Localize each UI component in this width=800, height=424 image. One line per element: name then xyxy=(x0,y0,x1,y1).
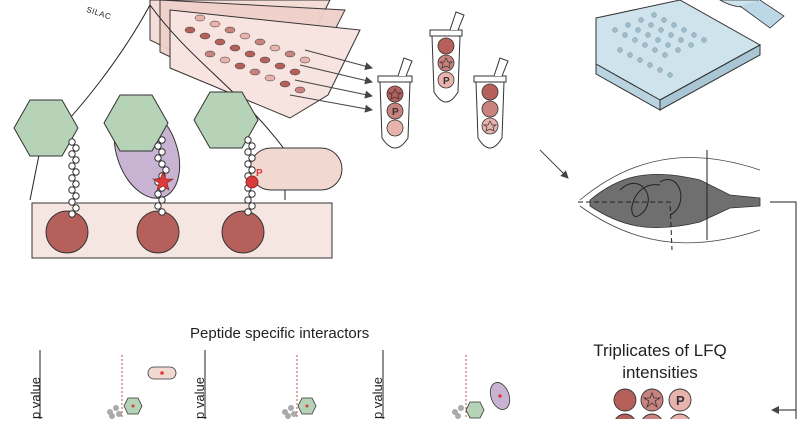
tube-star: P xyxy=(377,57,413,149)
sample-tubes: P P xyxy=(377,11,509,149)
y-axis-label-2: p value xyxy=(192,377,207,419)
tube-plain xyxy=(473,57,509,149)
volcano-plot-3 xyxy=(382,350,511,419)
lfq-title: Triplicates of LFQ intensities xyxy=(593,341,727,382)
svg-text:P: P xyxy=(256,168,263,179)
volcano-plot-1 xyxy=(39,350,177,419)
volcano-plot-2 xyxy=(204,350,317,419)
svg-text:P: P xyxy=(443,76,450,87)
svg-text:P: P xyxy=(392,107,399,118)
resin-beads xyxy=(45,210,265,254)
silac-plate-stack xyxy=(149,0,361,119)
phospho-p-icon: P xyxy=(245,168,263,189)
y-axis-label-1: p value xyxy=(28,377,43,419)
hexagon-interactors xyxy=(13,91,259,157)
svg-text:P: P xyxy=(676,393,685,408)
star-icon xyxy=(152,171,174,191)
y-axis-label-3: p value xyxy=(370,377,385,419)
capsule-interactor xyxy=(249,147,343,191)
tube-phospho: P xyxy=(429,11,465,103)
plate-to-tube-arrows xyxy=(289,49,373,113)
return-connector xyxy=(770,201,797,419)
lfq-beads: P xyxy=(613,388,692,424)
well-plate xyxy=(595,0,785,111)
lc-ms-column xyxy=(578,150,761,251)
peptide-interactors-title: Peptide specific interactors xyxy=(190,325,370,342)
tube-to-lc-arrow xyxy=(539,149,569,179)
